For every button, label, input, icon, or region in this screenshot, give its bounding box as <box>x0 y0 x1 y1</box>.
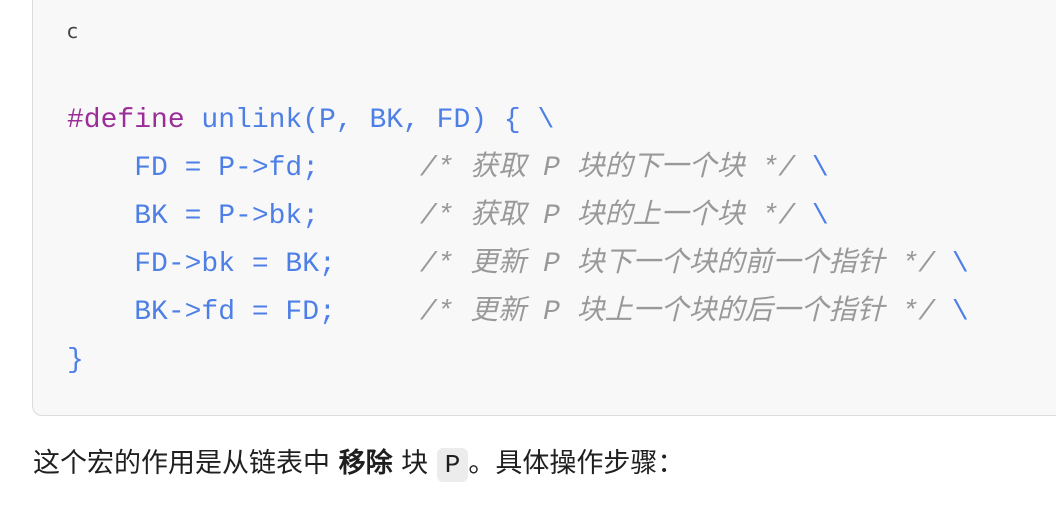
code-line: BK = P->bk; /* 获取 P 块的上一个块 */ \ <box>67 201 829 232</box>
code-comment: /* 更新 P 块下一个块的前一个指针 */ <box>419 249 936 280</box>
text: 这个宏的作用是从链表中 <box>33 448 339 479</box>
code-text: BK = P->bk; <box>67 201 420 232</box>
code-text: } <box>67 345 84 376</box>
text: 。具体操作步骤： <box>468 448 685 479</box>
code-line: FD->bk = BK; /* 更新 P 块下一个块的前一个指针 */ \ <box>67 249 969 280</box>
code-text: BK->fd = FD; <box>67 297 420 328</box>
keyword: #define <box>67 105 185 136</box>
explanation-paragraph: 这个宏的作用是从链表中 移除 块 P。具体操作步骤： <box>33 444 684 485</box>
code-text: FD->bk = BK; <box>67 249 420 280</box>
bold-text: 移除 <box>338 448 393 479</box>
code-text: FD = P->fd; <box>67 153 420 184</box>
code-line: } <box>67 345 84 376</box>
code-content: #define unlink(P, BK, FD) { \ FD = P->fd… <box>67 97 969 385</box>
code-text: \ <box>935 297 969 328</box>
code-text: \ <box>795 201 829 232</box>
code-language-label: c <box>67 19 78 43</box>
code-comment: /* 更新 P 块上一个块的后一个指针 */ <box>419 297 936 328</box>
code-line: #define unlink(P, BK, FD) { \ <box>67 105 554 136</box>
code-line: BK->fd = FD; /* 更新 P 块上一个块的后一个指针 */ \ <box>67 297 969 328</box>
code-comment: /* 获取 P 块的下一个块 */ <box>419 153 796 184</box>
code-text: \ <box>935 249 969 280</box>
text: 块 <box>392 448 437 479</box>
inline-code: P <box>436 448 469 482</box>
code-comment: /* 获取 P 块的上一个块 */ <box>419 201 796 232</box>
code-text: unlink(P, BK, FD) { \ <box>184 105 555 136</box>
code-block: c #define unlink(P, BK, FD) { \ FD = P->… <box>32 0 1056 416</box>
code-line: FD = P->fd; /* 获取 P 块的下一个块 */ \ <box>67 153 829 184</box>
code-text: \ <box>795 153 829 184</box>
